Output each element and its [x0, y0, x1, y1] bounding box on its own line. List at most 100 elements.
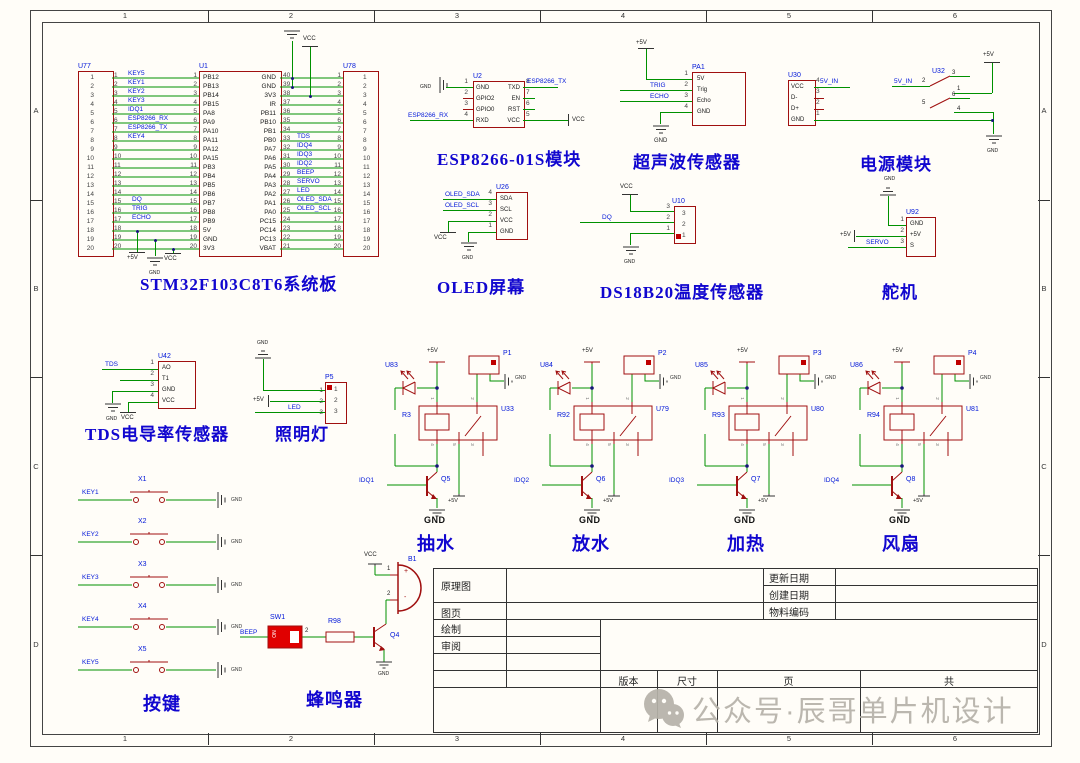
frame-col-label: 4 — [620, 11, 626, 20]
frame-row-label: C — [1041, 462, 1047, 471]
net-label: KEY2 — [82, 531, 99, 538]
ref-designator: R93 — [712, 412, 725, 419]
ref-designator: P3 — [813, 350, 822, 357]
pin-numbers: 8 7 6 5 — [526, 78, 530, 118]
ref-designator: U80 — [811, 406, 824, 413]
module-title: 加热 — [727, 534, 765, 554]
net-label: IDQ2 — [297, 160, 313, 167]
pin-number: 2 — [387, 591, 391, 597]
ref-designator: U33 — [501, 406, 514, 413]
titleblock-size: 尺寸 — [677, 677, 697, 688]
net-label: IDQ3 — [297, 151, 313, 158]
pin-numbers: 1 2 3 4 — [684, 70, 688, 110]
net-label: TRIG — [132, 205, 148, 212]
p5v-label: +5V — [892, 348, 903, 354]
vcc-label: VCC — [164, 256, 177, 262]
gnd-label: GND — [462, 255, 474, 261]
net-label: IDQ4 — [824, 477, 840, 484]
frame-row-label: B — [33, 284, 39, 293]
pin-numbers: 4 3 2 1 — [816, 77, 820, 117]
module-title: 电源模块 — [860, 155, 932, 174]
ref-designator: U32 — [932, 68, 945, 75]
pushbutton-icon — [78, 616, 243, 638]
ref-designator: R94 — [867, 412, 880, 419]
ds18b20-module — [674, 206, 696, 244]
ref-designator: X4 — [138, 603, 147, 610]
net-label: IDQ1 — [359, 477, 375, 484]
frame-col-label: 4 — [620, 734, 626, 743]
net-label: KEY4 — [128, 133, 145, 140]
net-label: KEY5 — [82, 659, 99, 666]
oled-module — [496, 192, 528, 240]
ref-designator: P1 — [503, 350, 512, 357]
servo-section: GND U92 GND +5V S 1 2 3 +5V SERVO 舵机 — [840, 170, 1035, 315]
net-label: KEY2 — [128, 88, 145, 95]
gnd-label: GND — [515, 375, 527, 381]
relay-module-fan: U86 R94 U81 P4 Q8 IDQ4 +5V +5V GND GND 1… — [824, 348, 1012, 563]
pin-number: 5 — [922, 100, 926, 106]
servo-module — [906, 217, 936, 257]
gnd-label: GND — [980, 375, 992, 381]
lamp-connector — [325, 382, 347, 424]
title-block: 原理图 图页 绘制 审阅 更新日期 创建日期 物料编码 版本 尺寸 页 共 — [433, 568, 1038, 733]
gnd-symbol-icon — [622, 246, 640, 258]
vcc-label: VCC — [303, 36, 316, 42]
buzzer-circuit-icon — [240, 562, 422, 669]
net-label: BEEP — [240, 629, 258, 636]
net-label: 5V_IN — [894, 78, 913, 85]
net-label: KEY3 — [128, 97, 145, 104]
watermark-text: 公众号·辰哥单片机设计 — [692, 696, 1014, 728]
pin-names: TXD EN RST VCC — [507, 85, 520, 124]
frame-row-label: A — [1041, 106, 1047, 115]
ref-designator: SW1 — [270, 614, 286, 621]
pin-names: GND GND 3V3 IR PB11 PB10 PB1 PB0 PA7 PA6… — [259, 74, 277, 252]
module-title: ESP8266-01S模块 — [437, 150, 582, 169]
gnd-label: GND — [987, 148, 999, 154]
ref-designator: U81 — [966, 406, 979, 413]
ref-designator: R98 — [328, 618, 341, 625]
ref-designator: U83 — [385, 362, 398, 369]
module-title: OLED屏幕 — [437, 278, 526, 297]
switch-pole-icon — [929, 97, 951, 109]
p5v-label: +5V — [913, 498, 923, 504]
ref-designator: P4 — [968, 350, 977, 357]
tds-module — [158, 361, 196, 409]
buzzer-section: BEEP SW1 ON 2 R98 Q4 B1 1 2 + - VCC GND … — [240, 552, 460, 712]
p5v-label: +5V — [983, 52, 994, 58]
net-label: KEY4 — [82, 616, 99, 623]
ref-designator: U26 — [496, 184, 509, 191]
gnd-label: GND — [654, 138, 668, 144]
pin-number: 6 — [952, 92, 956, 98]
gnd-label: GND — [231, 667, 243, 673]
relay-module-drain: U84 R92 U79 P2 Q6 IDQ2 +5V +5V GND GND 1… — [514, 348, 702, 563]
pin-numbers: 1 2 3 — [334, 386, 338, 415]
ref-designator: U30 — [788, 72, 801, 79]
pin-names: GND GPIO2 GPIO0 RXD — [476, 85, 495, 124]
titleblock-version: 版本 — [618, 677, 639, 688]
titleblock-drawn: 绘制 — [441, 625, 461, 636]
gnd-label: GND — [231, 582, 243, 588]
net-label: OLED_SDA — [297, 196, 332, 203]
frame-col-label: 5 — [786, 734, 792, 743]
gnd-label: GND — [884, 176, 896, 182]
gnd-symbol-icon — [146, 257, 164, 269]
ref-designator: U42 — [158, 353, 171, 360]
pin-numbers: 40 39 38 37 36 35 34 33 32 31 30 29 28 2… — [283, 72, 291, 250]
switch-on-label: ON — [271, 630, 278, 638]
watermark: 公众号·辰哥单片机设计 — [640, 688, 1014, 730]
net-label: ESP8266_RX — [128, 115, 169, 122]
module-title: 按键 — [143, 694, 181, 714]
net-label: DQ — [132, 196, 142, 203]
pin-names: VCC D- D+ GND — [791, 84, 805, 123]
ref-designator: U86 — [850, 362, 863, 369]
net-label: BEEP — [297, 169, 315, 176]
module-title: 风扇 — [882, 534, 920, 554]
ref-designator: Q4 — [390, 632, 400, 639]
polarity-minus: - — [404, 594, 407, 601]
ref-designator: Q5 — [441, 476, 451, 483]
net-label: SERVO — [297, 178, 320, 185]
titleblock-update-date: 更新日期 — [769, 574, 809, 585]
gnd-label: GND — [424, 515, 446, 525]
